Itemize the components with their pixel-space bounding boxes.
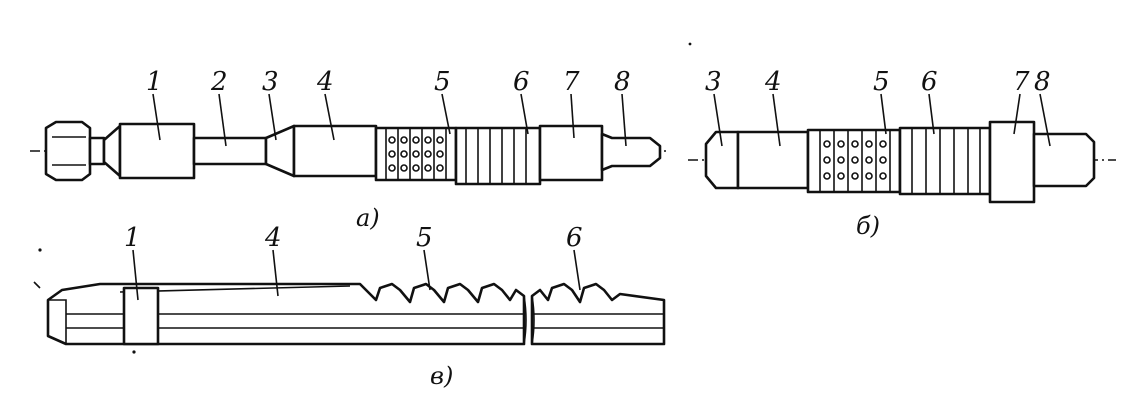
- broach-b-label-3: 3: [705, 67, 722, 97]
- broach-v-dot: [38, 248, 42, 252]
- broach-v-label-4: 4: [264, 223, 282, 253]
- broach-v-label-1: 1: [124, 223, 141, 253]
- broach-v-label-5: 5: [416, 223, 433, 253]
- speck: [688, 42, 692, 46]
- broach-a-neck-2: [192, 136, 268, 166]
- broach-v-dot-2: [132, 350, 136, 354]
- caption-a: а): [356, 204, 380, 232]
- broach-b-label-4: 4: [764, 67, 782, 97]
- broach-v-nose: [48, 299, 67, 344]
- broach-a-label-2: 2: [210, 67, 228, 97]
- broach-v-break-left: [523, 295, 527, 345]
- broach-b-rear-guide: [988, 120, 1036, 204]
- broach-a: 1 2 3 4 5 6 7 8 а): [30, 67, 668, 232]
- broach-b: 3 4 5 6 7 8 б): [688, 67, 1116, 240]
- broach-a-calibrating-teeth: [454, 126, 542, 186]
- broach-a-front-guide: [292, 124, 378, 178]
- broach-a-rear-guide: [538, 124, 604, 182]
- broach-a-label-6: 6: [513, 67, 530, 97]
- broach-a-label-8: 8: [614, 67, 631, 97]
- broach-b-leaders: [713, 93, 1051, 147]
- broach-b-label-6: 6: [921, 67, 938, 97]
- broach-a-neck: [88, 136, 106, 166]
- broach-a-label-3: 3: [262, 67, 279, 97]
- caption-b: б): [856, 212, 880, 240]
- broach-v-label-6: 6: [566, 223, 583, 253]
- broach-v: 1 4 5 6 в): [33, 223, 666, 390]
- broach-b-label-5: 5: [873, 67, 890, 97]
- broach-v-leaders: [132, 249, 581, 301]
- broach-b-front-guide: [736, 130, 810, 190]
- broach-b-cutting-teeth: [806, 128, 902, 194]
- broach-a-pull-head: [44, 120, 92, 182]
- broach-v-shank-1: [122, 286, 160, 346]
- broach-a-cone: [102, 124, 122, 178]
- broach-a-label-7: 7: [563, 67, 580, 97]
- broach-a-label-5: 5: [434, 67, 451, 97]
- broach-b-calibrating-teeth: [898, 126, 992, 196]
- broach-a-label-1: 1: [146, 67, 163, 97]
- broach-b-label-8: 8: [1034, 67, 1051, 97]
- broach-a-front-taper: [264, 124, 296, 178]
- broach-a-label-4: 4: [316, 67, 334, 97]
- broach-v-mark: [33, 281, 41, 289]
- broach-a-leaders: [152, 93, 627, 147]
- broach-b-label-7: 7: [1013, 67, 1030, 97]
- broach-a-cutting-teeth: [374, 126, 458, 182]
- broach-a-rear-end: [600, 132, 662, 172]
- broach-b-front-taper: [704, 130, 740, 190]
- broach-v-break-right: [531, 295, 535, 345]
- broach-b-rear-end: [1032, 132, 1096, 188]
- broach-a-shank: [118, 122, 196, 180]
- caption-v: в): [430, 362, 453, 390]
